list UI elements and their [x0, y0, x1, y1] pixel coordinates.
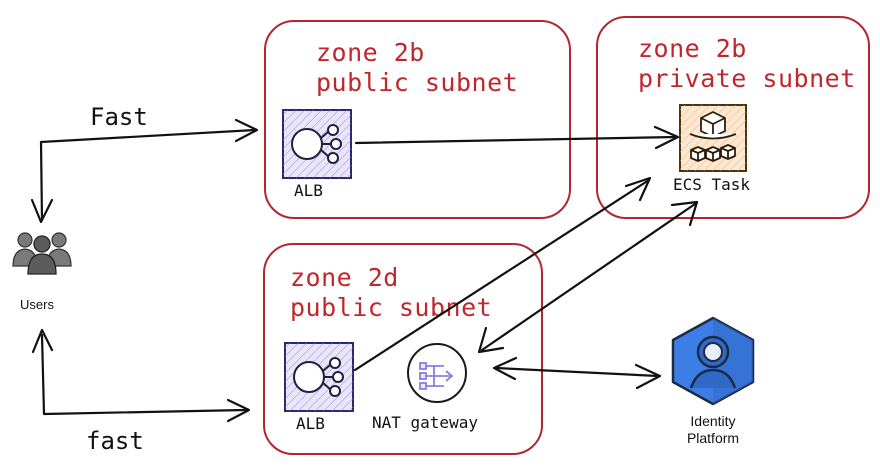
zone-2b-public-box [264, 20, 571, 219]
arrowhead-ecs-from-nat [670, 200, 699, 227]
edge-label-fast-top: Fast [90, 103, 148, 131]
zone-label-line2: private subnet [638, 64, 856, 93]
arrowhead-top-alb [234, 118, 259, 143]
zone-label-line1: zone 2d [290, 263, 399, 292]
nat-identity-line [494, 366, 660, 378]
ecs-task-label: ECS Task [673, 175, 751, 194]
edge-label-fast-bottom: fast [86, 427, 144, 455]
nat-gateway-label: NAT gateway [372, 413, 478, 432]
ecs-task-icon [679, 104, 747, 172]
nat-gateway-icon [407, 343, 467, 403]
users-icon [12, 232, 72, 275]
identity-label-line1: Identity [690, 413, 736, 429]
alb-icon [284, 342, 354, 412]
zone-label-line1: zone 2b [316, 38, 425, 67]
arrowhead-users-up [31, 328, 54, 354]
identity-label-line2: Platform [686, 430, 740, 446]
zone-2b-public-label: zone 2b public subnet [316, 38, 518, 98]
alb-to-ecs-line [354, 135, 678, 145]
zone-label-line1: zone 2b [638, 34, 747, 63]
zone-2b-private-box [596, 16, 870, 219]
alb-icon [282, 109, 352, 179]
zone-2d-public-label: zone 2d public subnet [290, 263, 492, 323]
arrowhead-nat-left [492, 356, 518, 381]
nat-ecs-line [480, 202, 697, 352]
identity-platform-icon [671, 316, 755, 406]
fast-path-bottom [40, 333, 248, 416]
fast-path-top [39, 128, 257, 222]
arrowhead-ecs [653, 125, 680, 150]
users-label: Users [20, 297, 54, 312]
zone-2d-public-box [263, 243, 543, 455]
zone-2b-private-label: zone 2b private subnet [638, 34, 856, 94]
alb-bottom-label: ALB [296, 414, 325, 433]
zone-label-line2: public subnet [316, 68, 519, 97]
alb-bottom-to-ecs-line [353, 178, 651, 372]
zone-label-line2: public subnet [290, 293, 493, 322]
arrowhead-nat [477, 326, 505, 354]
identity-platform-label: Identity Platform [680, 413, 746, 447]
alb-top-label: ALB [294, 181, 323, 200]
arrowhead-ecs-from-alb [624, 176, 652, 202]
arrowhead-bottom-alb [226, 398, 251, 423]
arrowhead-users-down [30, 198, 54, 224]
arrowhead-identity [634, 363, 662, 390]
